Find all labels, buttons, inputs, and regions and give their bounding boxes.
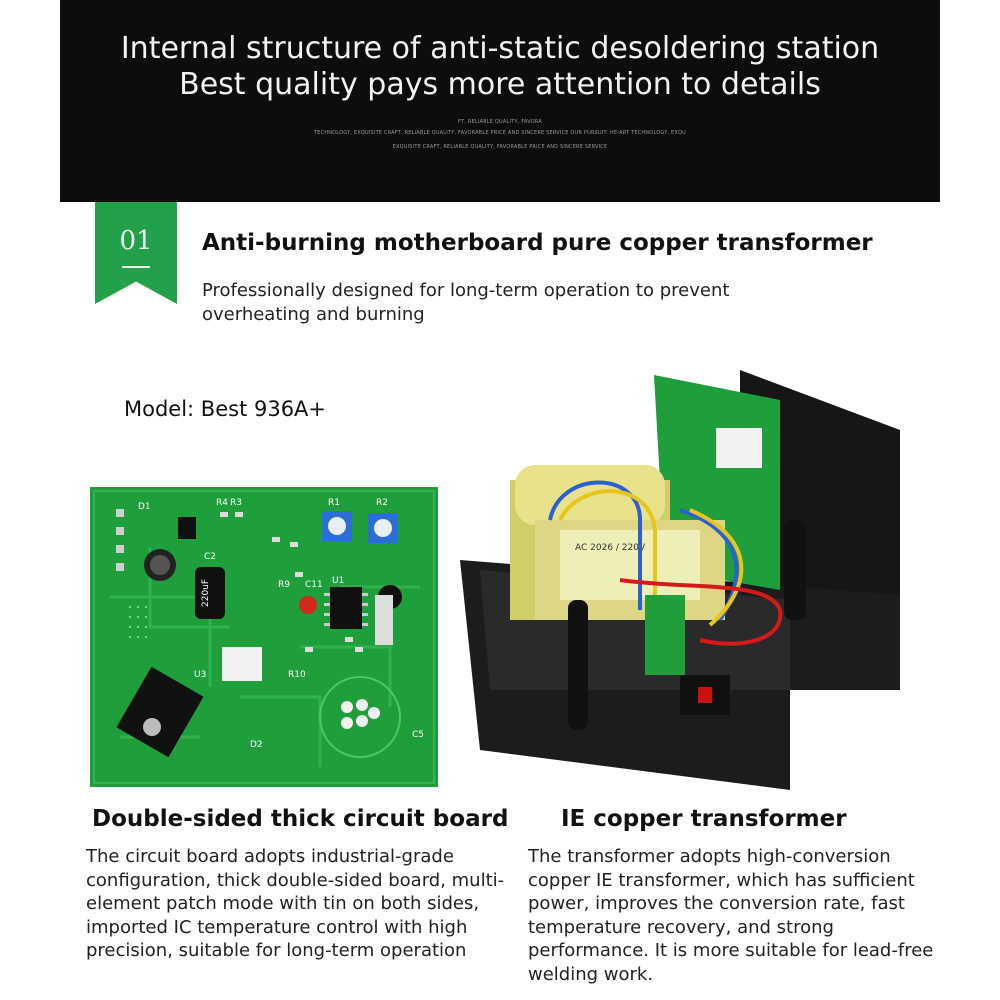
section-number: 01 xyxy=(119,226,153,256)
banner-small-text-2: TECHNOLOGY, EXQUISITE CRAFT, RELIABLE QU… xyxy=(313,130,687,136)
banner-title-line2: Best quality pays more attention to deta… xyxy=(179,67,821,102)
section-description: Professionally designed for long-term op… xyxy=(202,280,730,325)
pcb-label-c5: C5 xyxy=(412,730,424,740)
pcb-label-d2: D2 xyxy=(250,740,263,750)
header-banner: Internal structure of anti-static desold… xyxy=(60,0,940,202)
pcb-label-r9: R9 xyxy=(278,580,290,590)
transformer-label: AC 2026 / 220V xyxy=(575,543,646,553)
left-caption-text: The circuit board adopts industrial-grad… xyxy=(86,846,505,961)
pcb-label-r3: R3 xyxy=(230,498,242,508)
model-label: Model: Best 936A+ xyxy=(124,397,327,421)
pcb-label-r2: R2 xyxy=(376,498,388,508)
pcb-label-r10: R10 xyxy=(288,670,306,680)
left-caption-title: Double-sided thick circuit board xyxy=(92,806,509,832)
circuit-board-image: D1 R4 R3 R1 R2 C2 220uF R9 C11 U1 U3 R10… xyxy=(90,487,438,787)
right-caption-text: The transformer adopts high-conversion c… xyxy=(528,846,934,985)
pcb-label-r1: R1 xyxy=(328,498,340,508)
pcb-label-r4: R4 xyxy=(216,498,228,508)
pcb-label-c2: C2 xyxy=(204,552,216,562)
banner-small-text-1: FT, RELIABLE QUALITY, FAVORA xyxy=(458,119,542,125)
section-number-ribbon: 01 xyxy=(95,202,177,304)
pcb-label-d1: D1 xyxy=(138,502,151,512)
right-caption-title: IE copper transformer xyxy=(561,806,847,832)
section-title: Anti-burning motherboard pure copper tra… xyxy=(202,230,873,256)
banner-small-text-3: EXQUISITE CRAFT, RELIABLE QUALITY, FAVOR… xyxy=(392,144,608,150)
pcb-label-c11: C11 xyxy=(305,580,323,590)
banner-title-line1: Internal structure of anti-static desold… xyxy=(120,31,880,66)
transformer-image: AC 2026 / 220V xyxy=(460,370,900,790)
ribbon-underline xyxy=(122,266,150,268)
pcb-label-u1: U1 xyxy=(332,576,344,586)
pcb-label-u3: U3 xyxy=(194,670,206,680)
pcb-label-cap-value: 220uF xyxy=(201,579,211,607)
